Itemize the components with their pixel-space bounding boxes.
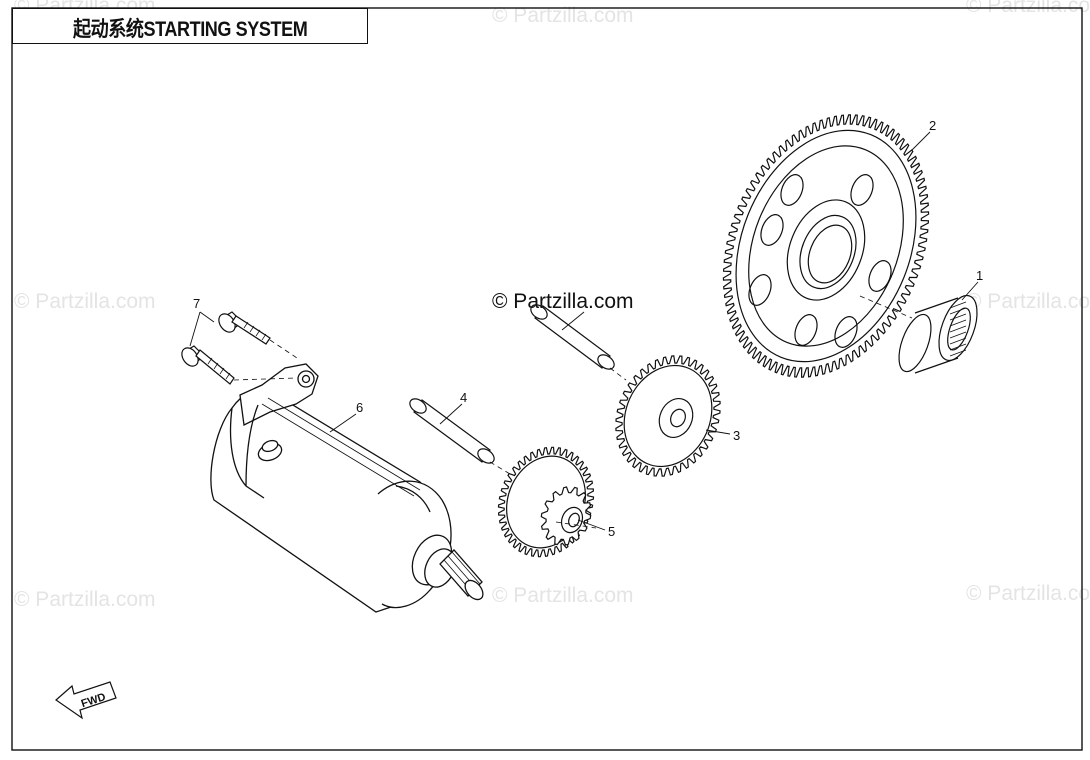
assembly-lines — [233, 295, 913, 529]
part-3-idle-gear — [615, 355, 721, 477]
shaft-upper — [530, 304, 615, 370]
watermark: © Partzilla.com — [14, 588, 156, 611]
watermark: © Partzilla.com — [492, 4, 634, 27]
part-7-bolts — [181, 311, 271, 385]
page-title: 起动系统STARTING SYSTEM — [73, 18, 308, 41]
fwd-arrow-icon: FWD — [55, 681, 117, 720]
callout-4: 4 — [460, 390, 468, 405]
watermark: © Partzilla.com — [966, 582, 1090, 605]
callout-6: 6 — [356, 400, 364, 415]
copyright-notice: © Partzilla.com — [492, 290, 634, 313]
part-6-starter-motor — [210, 363, 484, 613]
title-box: 起动系统STARTING SYSTEM — [12, 8, 368, 44]
watermark: © Partzilla.com — [966, 290, 1090, 313]
drawing-frame — [11, 7, 1083, 751]
callout-1: 1 — [976, 268, 984, 283]
watermark: © Partzilla.com — [14, 290, 156, 313]
callout-7: 7 — [193, 296, 201, 311]
part-1-needle-bearing — [898, 294, 978, 374]
callout-3: 3 — [733, 428, 741, 443]
callout-5: 5 — [608, 524, 616, 539]
callout-2: 2 — [929, 118, 937, 133]
part-4-shaft — [409, 398, 495, 464]
part-2-driven-gear — [722, 114, 930, 378]
part-5-double-gear — [497, 446, 595, 558]
leader-lines — [189, 131, 979, 531]
watermark: © Partzilla.com — [492, 584, 634, 607]
